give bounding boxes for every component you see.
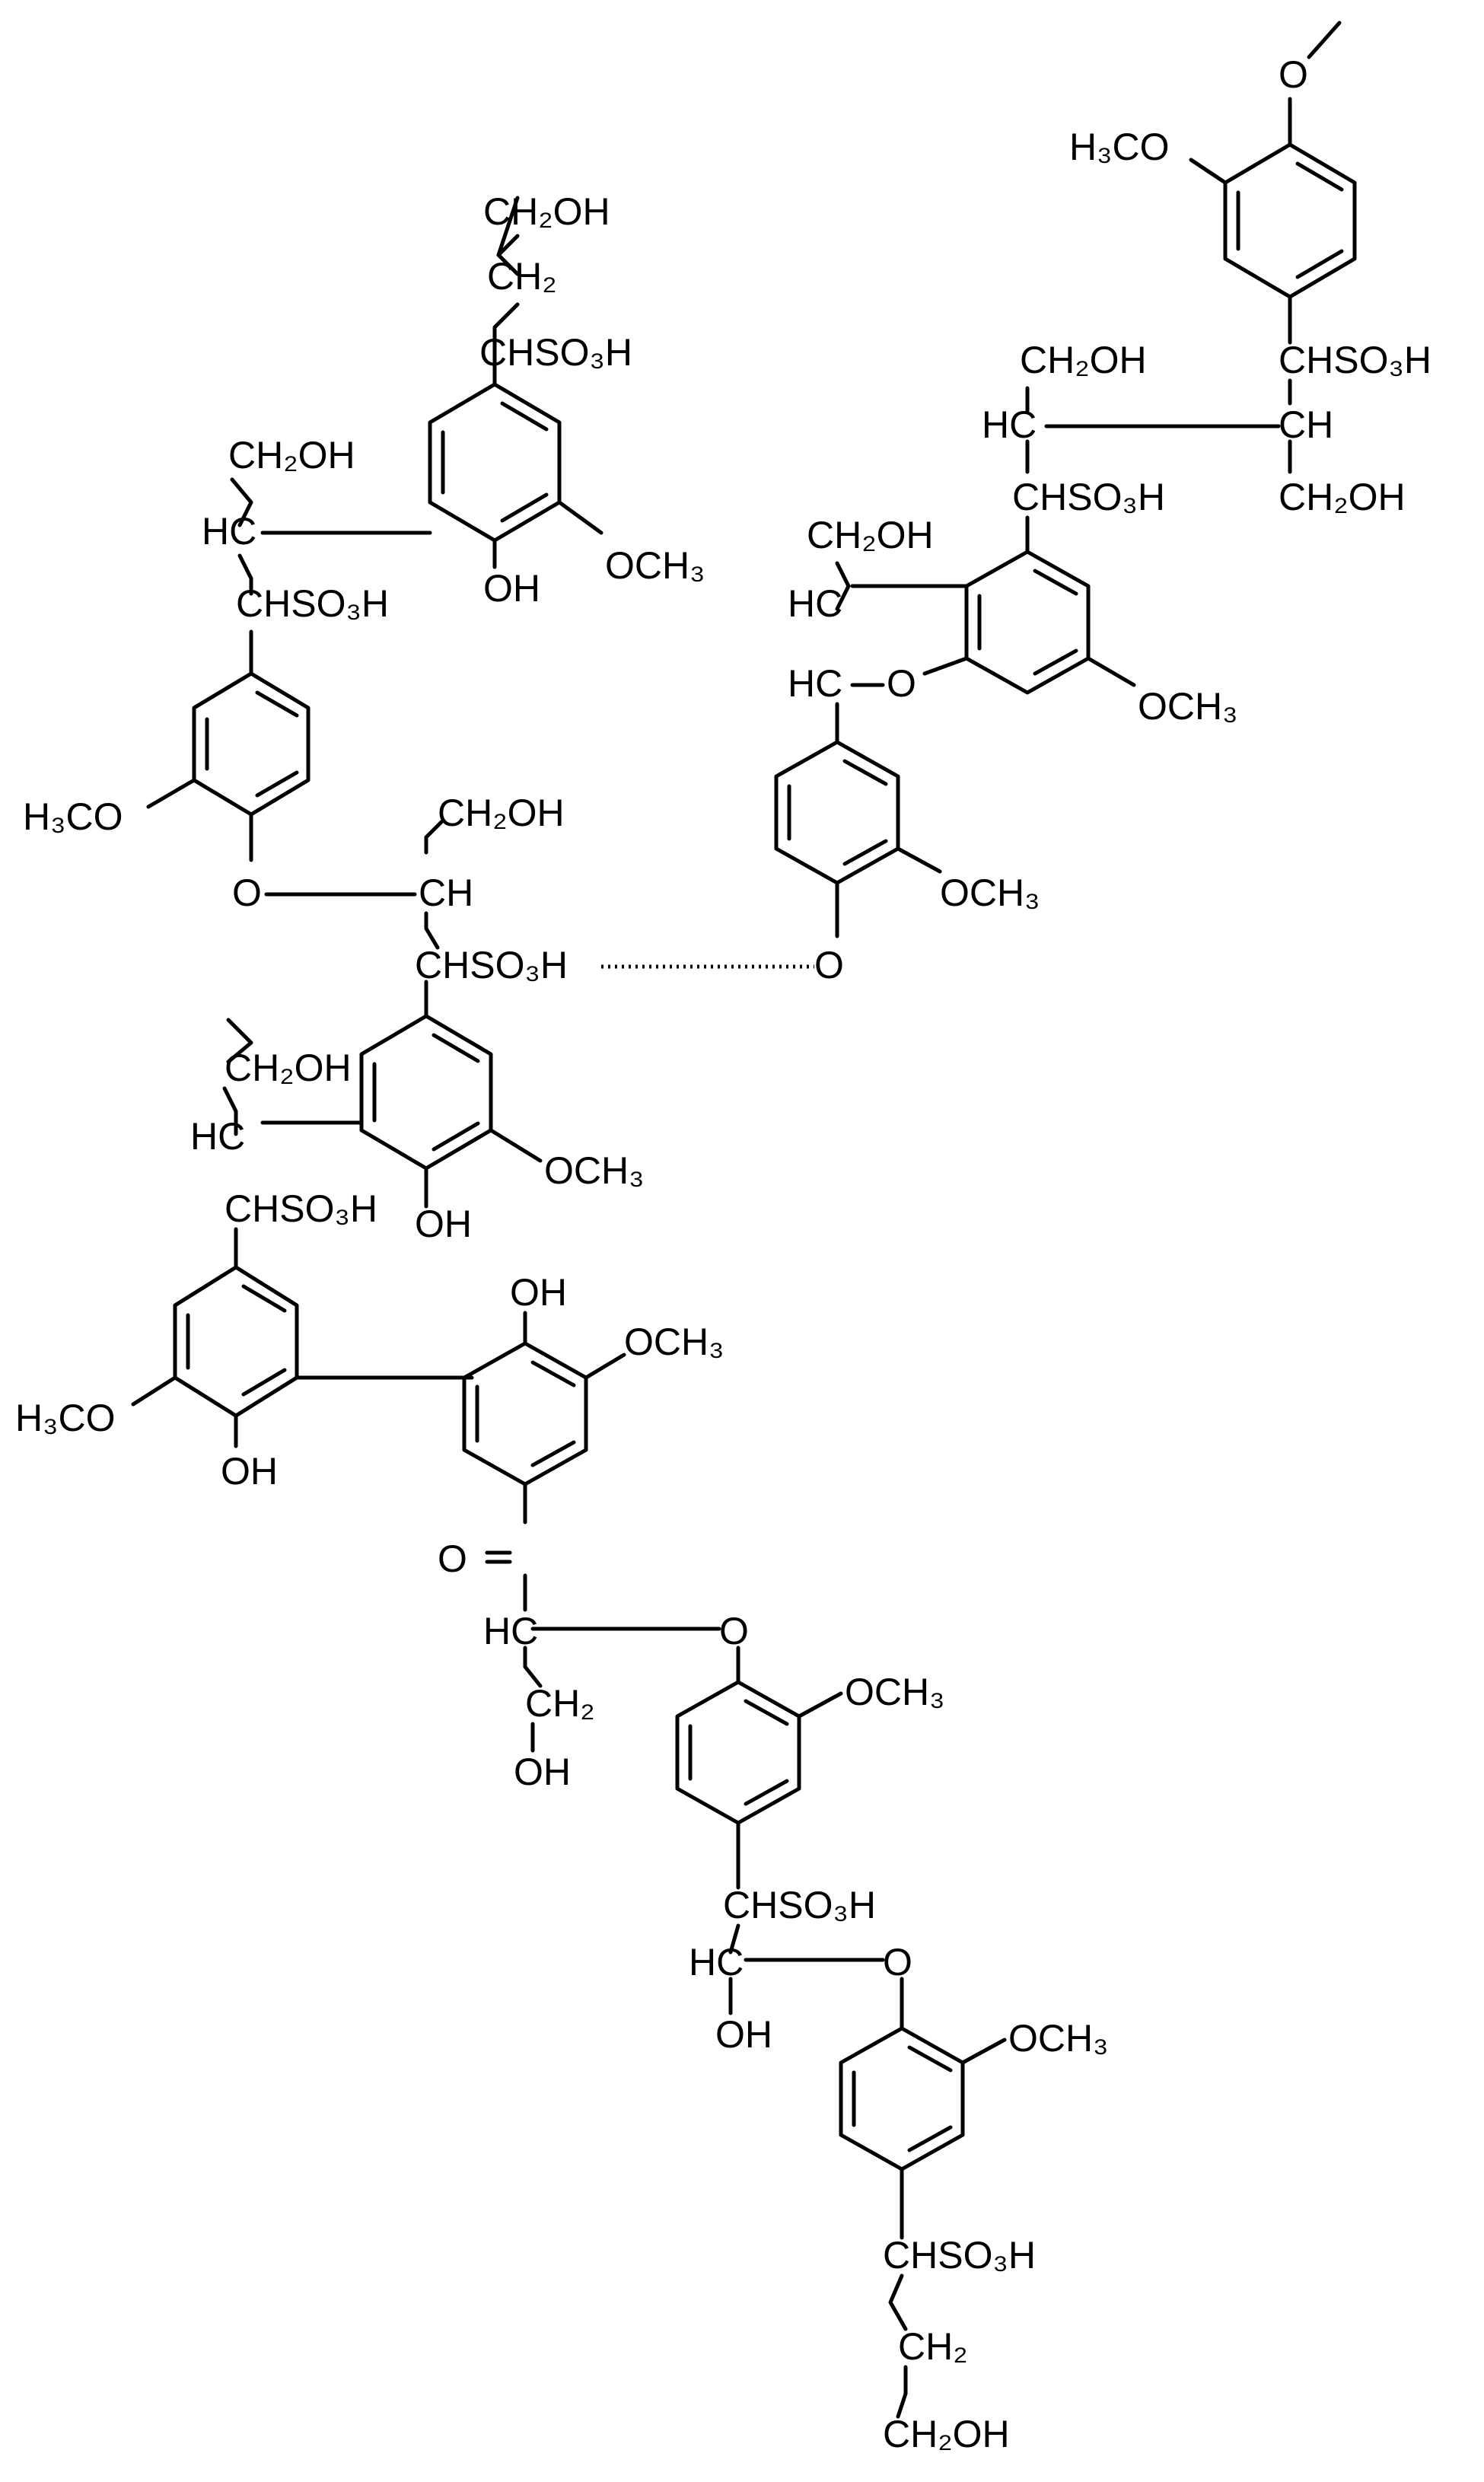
ring9-och3-label: OCH₃ — [940, 871, 1040, 914]
ring1-ch2-label: CH₂ — [487, 255, 557, 298]
ring-7 — [839, 2026, 1007, 2240]
ring6-oh-label: OH — [715, 2013, 772, 2056]
ring3-chso3h-label: CHSO₃H — [225, 1187, 377, 1230]
ketone-hc-label: HC — [483, 1610, 538, 1652]
ring9-o-label: O — [814, 944, 844, 986]
ring4-h3co-label: H₃CO — [15, 1397, 115, 1439]
right-h3co-label: H₃CO — [1069, 126, 1169, 168]
ketone-ch2-label: CH₂ — [525, 1682, 595, 1725]
right-ch2oh-label: CH₂OH — [1279, 476, 1406, 518]
ring6-och3-label: OCH₃ — [845, 1671, 944, 1713]
ring2-ether-o-label: O — [232, 871, 262, 914]
ketone-oh-label: OH — [514, 1751, 571, 1793]
bond-lines — [131, 21, 1357, 2419]
ring1-top-ch2oh-label: CH₂OH — [483, 190, 610, 233]
ring-right-top — [1189, 97, 1357, 345]
ring2-ch2oh-label: CH₂OH — [228, 434, 355, 476]
mid-hc-label: HC — [982, 403, 1037, 446]
ring3-ch2oh-label: CH₂OH — [225, 1047, 352, 1089]
mid-chso3h-label: CHSO₃H — [1012, 476, 1165, 518]
coumaran-hc2-label: HC — [788, 662, 842, 705]
ring6-hc-label: HC — [689, 1941, 744, 1983]
ring7-ch2oh-label: CH₂OH — [883, 2413, 1010, 2455]
ring-6 — [675, 1680, 843, 1890]
coumaran-och3-label: OCH₃ — [1138, 685, 1237, 728]
ring3-och3-label: OCH₃ — [544, 1149, 644, 1192]
ring2-hc-label: HC — [202, 510, 256, 553]
right-methoxy-o-label: O — [1279, 53, 1308, 96]
ring6-chso3h-label: CHSO₃H — [723, 1884, 876, 1926]
right-chso3h-label: CHSO₃H — [1279, 339, 1431, 381]
ring-9 — [774, 740, 942, 938]
ring2-chso3h-label: CHSO₃H — [236, 582, 389, 625]
ketone-o-label: O — [438, 1537, 467, 1580]
ring-coumaran — [850, 550, 1136, 695]
ring-4 — [131, 1265, 474, 1448]
ring1-chso3h-label: CHSO₃H — [479, 331, 632, 374]
center-ch-label: CH — [419, 871, 473, 914]
ring-2 — [146, 629, 310, 862]
ring7-ch2-label: CH₂ — [898, 2325, 968, 2368]
ring4-oh-label: OH — [221, 1450, 278, 1493]
center-ch2oh-label: CH₂OH — [438, 792, 565, 834]
ring2-h3co-label: H₃CO — [23, 795, 123, 838]
ring-3 — [359, 1014, 543, 1209]
ring-5 — [462, 1311, 626, 1525]
ring5-och3-label: OCH₃ — [624, 1321, 724, 1363]
ring1-och3-label: OCH₃ — [605, 544, 705, 587]
atom-labels: CH₂OH CH₂ CHSO₃H OCH₃ OH CH₂OH HC CHSO₃H… — [15, 53, 1431, 2455]
center-chso3h-label: CHSO₃H — [415, 944, 568, 986]
ring3-hc-label: HC — [190, 1115, 245, 1158]
ketone-ether-o-label: O — [719, 1610, 749, 1652]
mid-ch2oh-label: CH₂OH — [1020, 339, 1147, 381]
coumaran-hc-label: HC — [788, 582, 842, 625]
ring-1 — [428, 344, 603, 569]
ring6-ether-o-label: O — [883, 1941, 912, 1983]
ring5-oh-label: OH — [510, 1271, 567, 1314]
coumaran-ch2oh-label: CH₂OH — [807, 514, 934, 556]
ring3-oh-label: OH — [415, 1203, 472, 1245]
right-ch-label: CH — [1279, 403, 1333, 446]
ring1-oh-label: OH — [483, 567, 540, 610]
ring7-och3-label: OCH₃ — [1008, 2017, 1108, 2060]
coumaran-o-label: O — [887, 662, 916, 705]
ring7-chso3h-label: CHSO₃H — [883, 2234, 1036, 2276]
